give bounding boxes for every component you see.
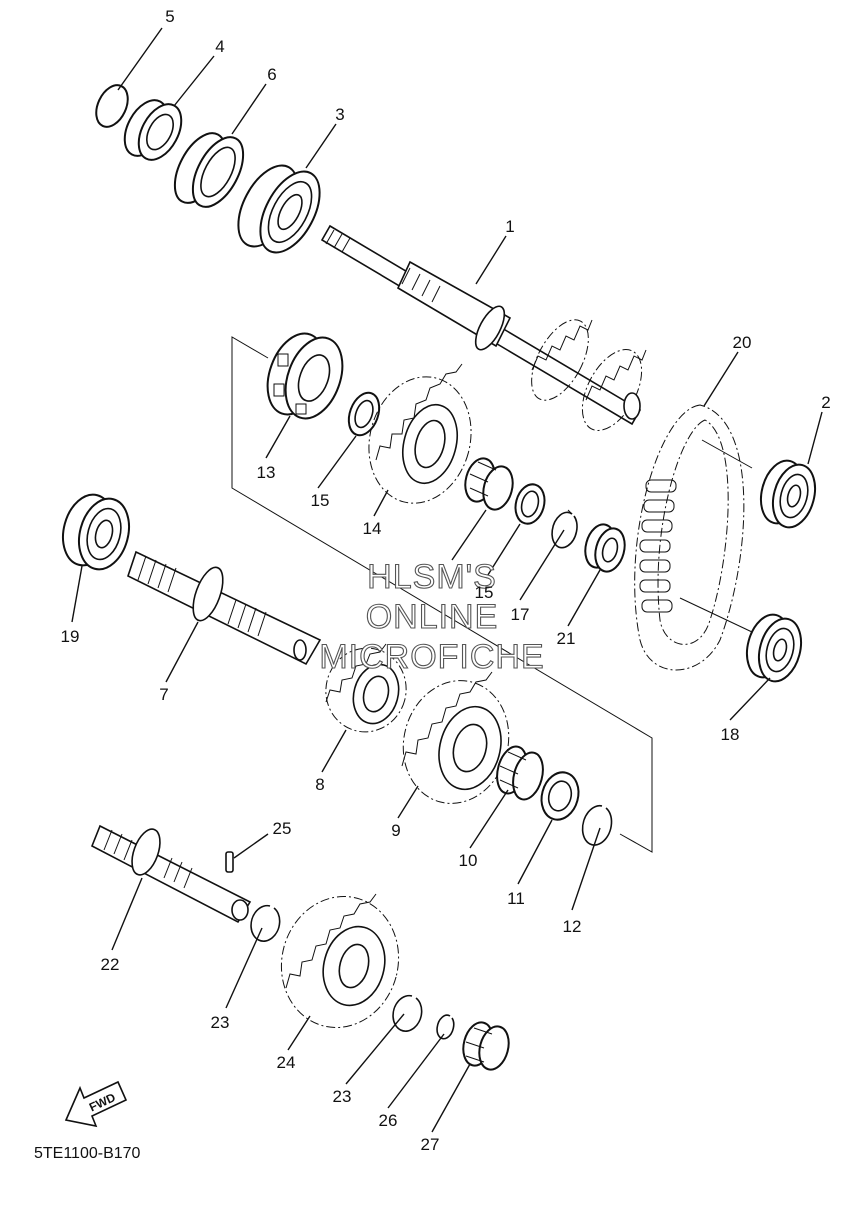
part-labels: 5 4 6 3 1 20 2 13 15 14 15 17 21 19 7 18…	[61, 7, 831, 1154]
label-13: 13	[257, 463, 276, 482]
part-19-bearing	[62, 493, 130, 571]
watermark-line-1: HLSM'S	[367, 558, 497, 596]
label-3: 3	[335, 105, 344, 124]
label-22: 22	[101, 955, 120, 974]
label-7: 7	[159, 685, 168, 704]
label-25: 25	[273, 819, 292, 838]
assembly-bracket	[231, 336, 653, 853]
label-27: 27	[421, 1135, 440, 1154]
leader-lines	[71, 27, 823, 1133]
part-13-dog-clutch	[266, 332, 344, 420]
label-14: 14	[363, 519, 382, 538]
part-14-gear	[368, 363, 472, 504]
label-15-lower: 15	[475, 583, 494, 602]
part-20-chain	[634, 404, 753, 671]
part-24-gear	[280, 893, 400, 1028]
part-23-circlip-lower	[392, 994, 423, 1032]
part-25-pin	[225, 851, 234, 873]
part-15-washer-lower	[514, 483, 546, 525]
watermark-line-2: ONLINE	[366, 598, 499, 636]
label-18: 18	[721, 725, 740, 744]
label-24: 24	[277, 1053, 296, 1072]
part-7-drive-axle	[127, 550, 322, 666]
part-6-oil-seal	[173, 132, 245, 208]
needle-bearing-upper	[464, 457, 514, 511]
drawing-code: 5TE1100-B170	[34, 1145, 141, 1162]
label-11: 11	[507, 889, 525, 908]
label-20: 20	[733, 333, 752, 352]
fwd-arrow-icon: FWD	[64, 1080, 128, 1128]
part-15-washer-upper	[347, 391, 381, 437]
label-19: 19	[61, 627, 80, 646]
label-10: 10	[459, 851, 478, 870]
label-26: 26	[379, 1111, 398, 1130]
label-2: 2	[821, 393, 830, 412]
part-11-washer	[540, 771, 580, 821]
part-21-collar	[584, 523, 626, 573]
label-8: 8	[315, 775, 324, 794]
label-21: 21	[557, 629, 576, 648]
watermark-line-3: MICROFICHE	[319, 638, 544, 676]
part-1-main-shaft	[320, 224, 647, 431]
part-18-bearing	[745, 613, 803, 683]
label-4: 4	[215, 37, 224, 56]
label-15-upper: 15	[311, 491, 330, 510]
part-23-circlip-upper	[250, 904, 281, 942]
part-10-needle-bearing	[496, 745, 544, 801]
label-23-lower: 23	[333, 1087, 352, 1106]
part-22-shaft	[90, 824, 252, 924]
label-1: 1	[505, 217, 514, 236]
label-9: 9	[391, 821, 400, 840]
part-4-collar	[123, 99, 183, 161]
part-9-gear	[401, 671, 510, 804]
part-12-circlip	[581, 804, 613, 846]
label-23-upper: 23	[211, 1013, 230, 1032]
part-2-bearing	[759, 459, 817, 529]
label-6: 6	[267, 65, 276, 84]
label-17: 17	[511, 605, 530, 624]
part-3-bearing	[237, 164, 321, 254]
part-26-snap-ring	[436, 1014, 455, 1040]
watermark: HLSM'S ONLINE MICROFICHE	[319, 557, 544, 676]
label-5: 5	[165, 7, 174, 26]
part-8-gear	[325, 643, 407, 733]
part-27-needle-bearing	[462, 1021, 510, 1071]
label-12: 12	[563, 917, 582, 936]
